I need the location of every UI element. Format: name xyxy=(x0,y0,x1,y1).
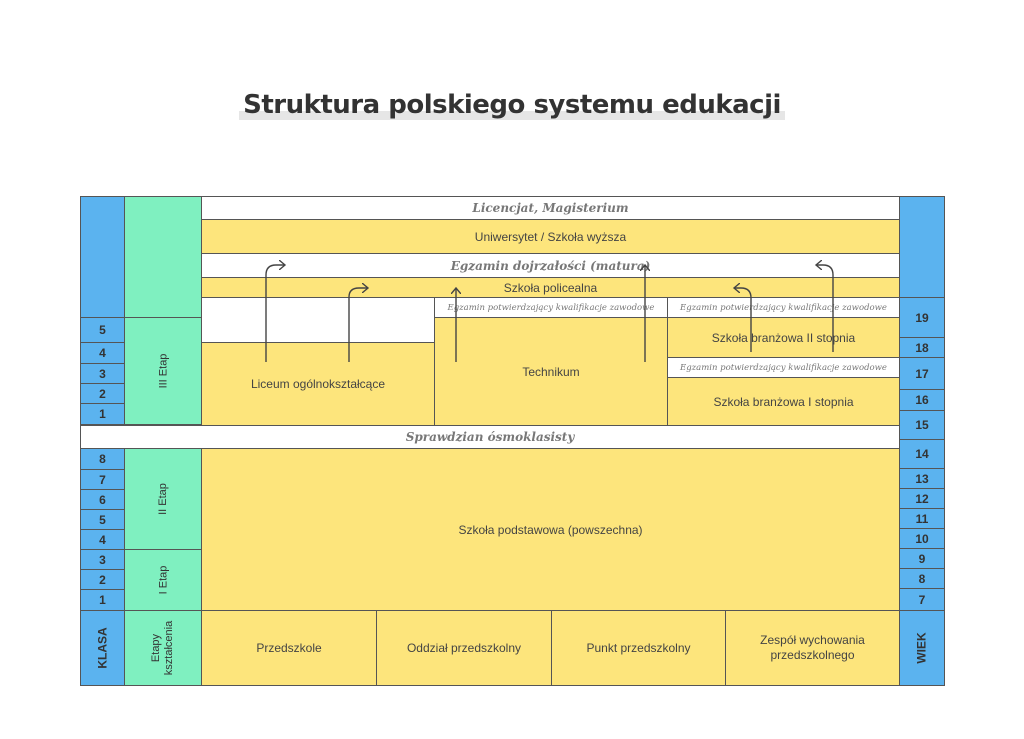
stages-header: Etapy kształcenia xyxy=(124,610,202,686)
branzowa-1: Szkoła branżowa I stopnia xyxy=(667,377,900,426)
preschool-team: Zespół wychowania przedszkolnego xyxy=(725,610,900,686)
klasa-header: KLASA xyxy=(80,610,125,686)
klasa-top-block xyxy=(80,196,125,318)
arrow-branzowa-policealna xyxy=(735,288,752,352)
preschool-point: Punkt przedszkolny xyxy=(551,610,726,686)
stage-top-block xyxy=(124,196,202,318)
degrees-exam: Licencjat, Magisterium xyxy=(201,196,900,220)
age-cell: 18 xyxy=(899,337,945,358)
arrow-liceum-matura xyxy=(265,265,284,362)
age-cell: 17 xyxy=(899,357,945,390)
primary-school: Szkoła podstawowa (powszechna) xyxy=(201,448,900,611)
stage-2: II Etap xyxy=(124,448,202,550)
age-cell: 14 xyxy=(899,439,945,469)
age-cell: 10 xyxy=(899,528,945,549)
preschool: Przedszkole xyxy=(201,610,377,686)
branzowa-2: Szkoła branżowa II stopnia xyxy=(667,317,900,358)
arrow-liceum-policealna xyxy=(348,288,367,362)
age-cell: 19 xyxy=(899,297,945,338)
wiek-top-block xyxy=(899,196,945,298)
matura-exam: Egzamin dojrzałości (matura) xyxy=(201,253,900,278)
eighth-grade-exam: Sprawdzian ósmoklasisty xyxy=(80,425,900,449)
technikum: Technikum xyxy=(434,317,668,426)
age-cell: 11 xyxy=(899,508,945,529)
stage-1: I Etap xyxy=(124,549,202,611)
stage-3: III Etap xyxy=(124,317,202,425)
preschool-team-label: Zespół wychowania przedszkolnego xyxy=(760,633,865,662)
arrow-branzowa-matura xyxy=(817,265,834,352)
page-title: Struktura polskiego systemu edukacji xyxy=(0,90,1024,120)
